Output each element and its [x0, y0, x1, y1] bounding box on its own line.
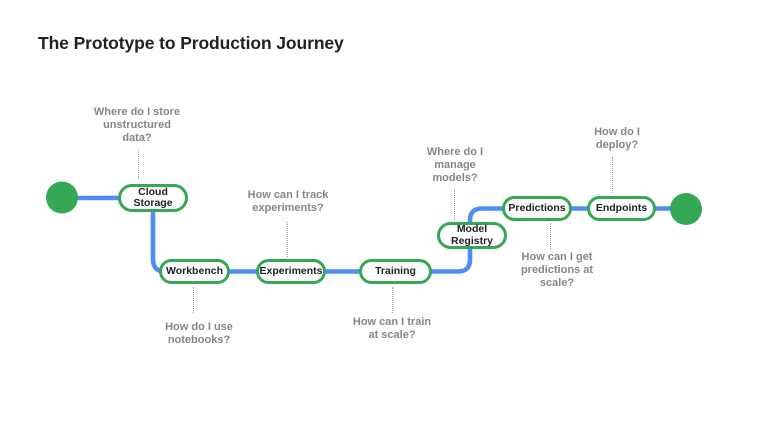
- node-model-registry: Model Registry: [437, 222, 507, 249]
- node-predictions: Predictions: [502, 196, 572, 221]
- question-use-notebooks: How do I use notebooks?: [165, 321, 233, 346]
- connector-manage-models: [454, 189, 455, 220]
- question-track-experiments: How can I track experiments?: [247, 189, 329, 214]
- question-store-unstructured-data: Where do I store unstructured data?: [93, 106, 181, 144]
- connector-store-unstructured-data: [138, 150, 139, 179]
- connector-train-at-scale: [392, 287, 393, 313]
- question-predictions-at-scale: How can I get predictions at scale?: [520, 251, 594, 289]
- connector-track-experiments: [287, 222, 288, 257]
- connector-predictions-at-scale: [550, 223, 551, 249]
- connector-deploy: [612, 157, 613, 193]
- node-workbench: Workbench: [159, 259, 230, 284]
- node-experiments: Experiments: [256, 259, 326, 284]
- question-deploy: How do I deploy?: [594, 126, 640, 151]
- start-terminal-circle: [46, 181, 78, 214]
- node-cloud-storage: Cloud Storage: [118, 184, 188, 212]
- connector-use-notebooks: [193, 287, 194, 313]
- node-endpoints: Endpoints: [587, 196, 656, 221]
- node-training: Training: [359, 259, 432, 284]
- question-train-at-scale: How can I train at scale?: [352, 316, 432, 341]
- question-manage-models: Where do I manage models?: [426, 146, 484, 184]
- end-terminal-circle: [670, 193, 702, 225]
- journey-line: [59, 195, 689, 274]
- page-title: The Prototype to Production Journey: [38, 33, 344, 53]
